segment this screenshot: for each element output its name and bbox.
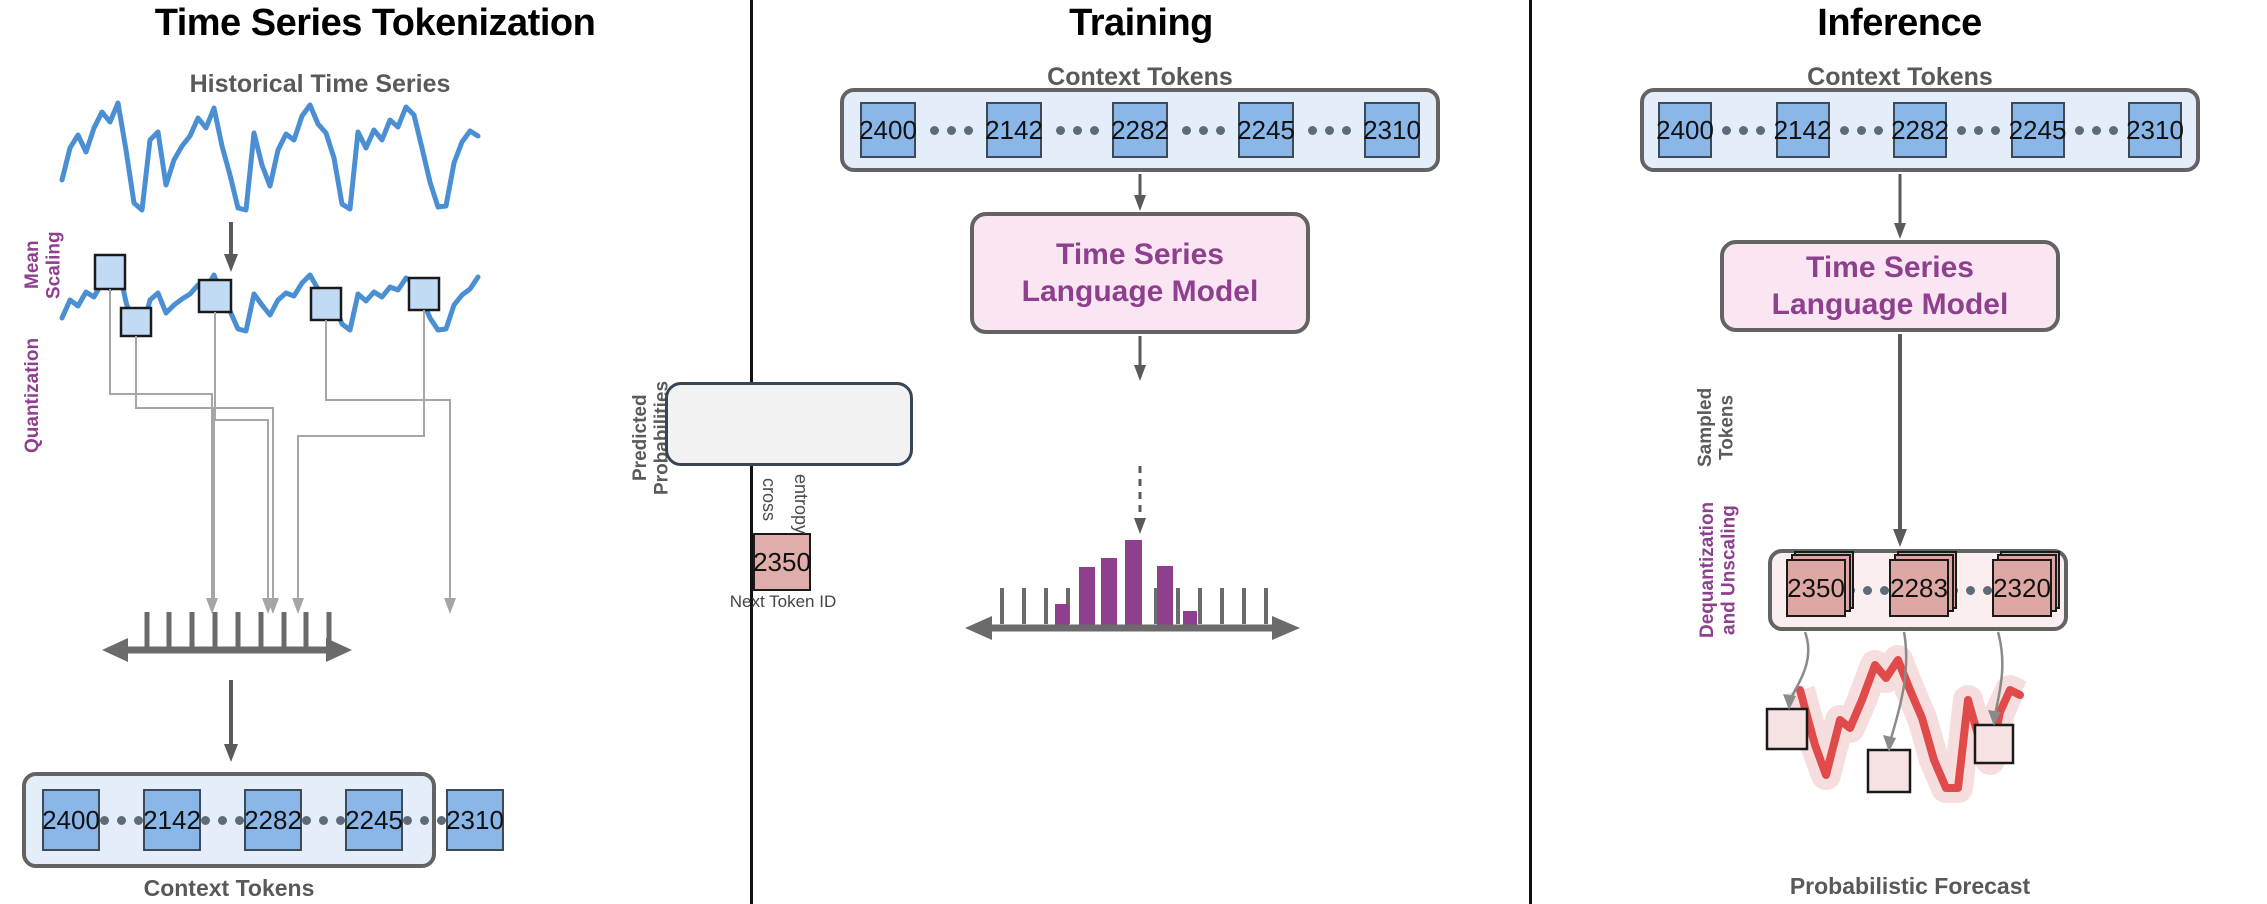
caption-context-tokens-left: Context Tokens — [143, 875, 315, 901]
sampled-token-0[interactable]: 2350 — [1786, 559, 1846, 617]
context-tokens-strip-left[interactable]: 2400 2142 2282 2245 2310 — [22, 772, 504, 868]
token-left-4[interactable]: 2310 — [446, 789, 504, 851]
forecast-median-line — [1796, 656, 2024, 792]
ellipsis-right-2 — [1957, 125, 2001, 135]
model-label-line1: Time Series — [1056, 237, 1224, 271]
ellipsis-mid-2 — [1181, 125, 1225, 135]
loss-label-cross: cross — [759, 478, 779, 522]
label-dequant-l2: and Unscaling — [1718, 505, 1740, 635]
label-dequant-unscaling: Dequantization and Unscaling — [1697, 495, 1743, 645]
token-right-3[interactable]: 2245 — [2009, 102, 2066, 158]
dequant-patch-0 — [1765, 707, 1809, 751]
model-label-inference-line1: Time Series — [1806, 250, 1974, 284]
loss-label-entropy: entropy — [791, 474, 811, 535]
panel-title-inference: Inference — [1817, 2, 1982, 44]
sampled-token-2[interactable]: 2320 — [1992, 559, 2052, 617]
predicted-probability-bars — [1055, 540, 1197, 626]
caption-probabilistic-forecast: Probabilistic Forecast — [1789, 873, 2031, 899]
context-tokens-label-mid: Context Tokens — [1047, 63, 1233, 91]
token-right-4[interactable]: 2310 — [2126, 102, 2184, 158]
token-mid-4[interactable]: 2310 — [1363, 102, 1421, 158]
token-right-2[interactable]: 2282 — [1891, 102, 1949, 158]
sampled-token-stack-0[interactable]: 2350 — [1786, 551, 1854, 621]
historical-series-title: Historical Time Series — [189, 70, 451, 98]
token-left-1[interactable]: 2142 — [143, 789, 201, 851]
dequant-patch-2 — [1973, 723, 2015, 765]
token-mid-2[interactable]: 2282 — [1111, 102, 1169, 158]
ellipsis-right-1 — [1839, 125, 1883, 135]
token-right-0[interactable]: 2400 — [1656, 102, 1714, 158]
panel-title-training: Training — [1069, 2, 1213, 44]
panel-divider-right — [1529, 0, 1532, 904]
sampled-token-1[interactable]: 2283 — [1889, 559, 1949, 617]
token-left-3[interactable]: 2245 — [345, 789, 403, 851]
sampled-token-stack-2[interactable]: 2320 — [1992, 551, 2060, 621]
token-mid-1[interactable]: 2142 — [985, 102, 1043, 158]
dequant-patch-1 — [1866, 748, 1912, 794]
ellipsis-left-0 — [100, 815, 143, 825]
token-left-2[interactable]: 2282 — [244, 789, 302, 851]
context-tokens-strip-mid[interactable]: 2400 2142 2282 2245 2310 — [840, 88, 1440, 172]
ellipsis-mid-1 — [1055, 125, 1099, 135]
token-right-1[interactable]: 2142 — [1774, 102, 1831, 158]
ellipsis-left-3 — [403, 815, 446, 825]
left-panel-graphics — [59, 100, 481, 762]
ellipsis-left-1 — [201, 815, 244, 825]
caption-next-token-id: Next Token ID — [729, 592, 837, 611]
ellipsis-mid-3 — [1307, 125, 1351, 135]
label-sampled-tokens: Sampled Tokens — [1695, 372, 1741, 482]
label-sampled-tokens-l2: Tokens — [1716, 394, 1738, 460]
model-box-training[interactable]: Time Series Language Model — [970, 212, 1310, 334]
token-left-0[interactable]: 2400 — [42, 789, 100, 851]
context-tokens-strip-right[interactable]: 2400 2142 2282 2245 2310 — [1640, 88, 2200, 172]
model-label-inference-line2: Language Model — [1771, 288, 2009, 321]
label-predicted-probabilities-l1: Predicted — [630, 394, 651, 482]
predicted-probabilities-box — [665, 382, 913, 466]
panel-title-tokenization: Time Series Tokenization — [154, 2, 596, 44]
sampled-tokens-strip[interactable]: 2350 2283 2320 — [1768, 549, 2068, 631]
ellipsis-mid-0 — [929, 125, 973, 135]
ellipsis-right-3 — [2074, 125, 2118, 135]
model-box-inference[interactable]: Time Series Language Model — [1720, 240, 2060, 332]
token-mid-3[interactable]: 2245 — [1237, 102, 1295, 158]
next-token-id-box[interactable]: 2350 — [753, 533, 811, 591]
label-sampled-tokens-l1: Sampled — [1695, 387, 1716, 467]
forecast-uncertainty-band — [1785, 645, 2027, 803]
historical-series-line — [59, 100, 481, 213]
label-dequant-l1: Dequantization — [1697, 501, 1718, 639]
model-label-line2: Language Model — [1021, 275, 1259, 308]
token-mid-0[interactable]: 2400 — [859, 102, 917, 158]
context-tokens-label-right: Context Tokens — [1807, 63, 1993, 91]
ellipsis-left-2 — [302, 815, 345, 825]
ellipsis-right-0 — [1722, 125, 1766, 135]
sampled-token-stack-1[interactable]: 2283 — [1889, 551, 1957, 621]
quantization-ticks — [144, 612, 332, 648]
